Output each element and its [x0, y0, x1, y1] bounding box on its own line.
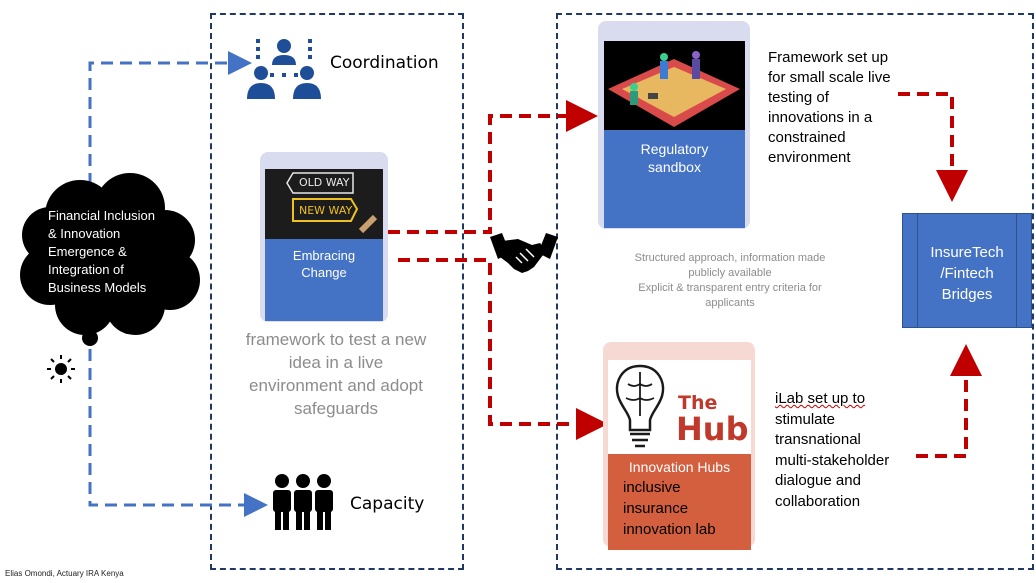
embracing-label-text: Embracing Change — [292, 248, 356, 280]
hub-logo-the: The — [678, 392, 718, 414]
hub-logo-image: The Hub — [608, 360, 751, 454]
footer-credit: Elias Omondi, Actuary IRA Kenya — [5, 569, 124, 578]
right-panel — [556, 13, 1034, 570]
sandbox-note-line: Structured approach, information made — [634, 252, 826, 264]
cloud-line: Business Models — [48, 280, 147, 295]
arrow-to-coordination — [88, 51, 252, 185]
hub-sublabel: inclusive insurance innovation lab — [608, 477, 751, 540]
hub-label-text: Innovation Hubs — [628, 459, 731, 475]
sandbox-description: Framework set up for small scale live te… — [768, 48, 918, 168]
embracing-desc-line: safeguards — [293, 399, 379, 418]
arrow-to-sandbox — [388, 100, 598, 234]
coordination-icon — [247, 39, 321, 99]
capacity-label: Capacity — [350, 494, 425, 514]
sandbox-desc-line: for small scale live — [768, 69, 891, 86]
embracing-change-label: Embracing Change — [265, 239, 383, 321]
hub-sublabel-line: innovation lab — [623, 521, 716, 538]
cloud-text: Financial Inclusion & Innovation Emergen… — [48, 207, 178, 297]
embracing-desc-line: environment and adopt — [249, 376, 423, 395]
middle-panel — [210, 13, 464, 570]
old-new-way-image: OLD WAY NEW WAY — [265, 169, 383, 239]
sandbox-desc-line: innovations in a — [768, 109, 873, 126]
sandbox-desc-line: constrained — [768, 129, 846, 146]
sandbox-note: Structured approach, information made pu… — [610, 251, 850, 311]
hub-desc-line: iLab set up to — [775, 390, 866, 407]
capacity-icon — [273, 474, 333, 530]
hub-desc-line: collaboration — [775, 492, 861, 510]
insuretech-bridge-box: InsureTech /Fintech Bridges — [902, 213, 1032, 328]
handshake-icon — [490, 233, 558, 273]
cloud-line: Emergence & — [48, 244, 127, 259]
sandbox-image — [604, 41, 745, 130]
cloud-line: Integration of — [48, 262, 124, 277]
sandbox-note-line: applicants — [705, 297, 755, 309]
regulatory-sandbox-label: Regulatory sandbox — [604, 130, 745, 228]
sun-icon — [47, 355, 75, 383]
cloud-line: Financial Inclusion — [48, 208, 155, 223]
sandbox-note-line: publicly available — [688, 267, 772, 279]
embracing-desc-line: idea in a live — [288, 353, 384, 372]
bridge-line: InsureTech — [930, 244, 1004, 261]
old-way-text: OLD WAY — [299, 176, 350, 189]
hub-sublabel-line: inclusive — [623, 479, 681, 496]
embracing-description: framework to test a new idea in a live e… — [216, 328, 456, 420]
arrow-to-capacity — [88, 330, 268, 517]
hub-desc-line: stimulate — [775, 410, 836, 428]
hub-desc-line: transnational — [775, 431, 861, 448]
bridge-line: /Fintech — [940, 265, 994, 282]
sandbox-desc-line: testing of — [768, 89, 829, 106]
sandbox-label-text: Regulatory sandbox — [640, 141, 709, 175]
hub-desc-line: dialogue and — [775, 472, 861, 489]
cloud-line: & Innovation — [48, 226, 121, 241]
sandbox-note-line: Explicit & transparent entry criteria fo… — [638, 282, 822, 294]
thought-cloud — [20, 173, 200, 346]
bridge-left-rule — [917, 214, 918, 327]
hub-logo-hub: Hub — [676, 410, 749, 448]
arrow-to-hub — [398, 258, 608, 440]
coordination-label: Coordination — [330, 53, 439, 73]
sandbox-desc-line: Framework set up — [768, 49, 889, 66]
arrow-hub-to-bridge — [916, 344, 982, 458]
bridge-right-rule — [1016, 214, 1017, 327]
hub-sublabel-line: insurance — [623, 500, 689, 517]
hub-description: iLab set up to stimulate transnational m… — [775, 389, 915, 512]
bridge-line: Bridges — [941, 286, 993, 303]
embracing-desc-line: framework to test a new — [245, 330, 427, 349]
new-way-text: NEW WAY — [299, 204, 353, 217]
sandbox-desc-line: environment — [768, 149, 851, 166]
innovation-hubs-label: Innovation Hubs inclusive insurance inno… — [608, 454, 751, 550]
arrow-sandbox-to-bridge — [898, 92, 968, 202]
hub-desc-line: multi-stakeholder — [775, 451, 890, 469]
